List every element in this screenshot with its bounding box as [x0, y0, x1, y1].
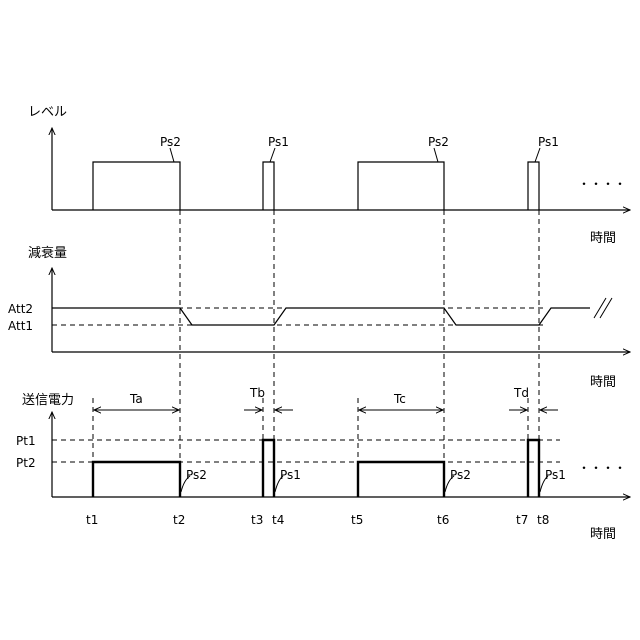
power-pulse-ps2-a: [93, 462, 180, 497]
level-pulse-ps1-b: [528, 162, 539, 210]
duration-tb-label: Tb: [249, 386, 265, 400]
attenuation-panel: 減衰量 時間 Att2 Att1: [8, 245, 630, 390]
power-pulse-ps1-b: [528, 440, 539, 497]
power-signal-label: Ps2: [450, 468, 471, 482]
level-signal-label: Ps1: [538, 135, 559, 149]
power-ellipsis: ・・・・: [578, 461, 626, 475]
level-pulse-ps1-a: [263, 162, 274, 210]
attenuation-break-mark: [594, 298, 612, 318]
time-label-t1: t1: [86, 513, 98, 527]
level-signal-label: Ps1: [268, 135, 289, 149]
time-label-t2: t2: [173, 513, 185, 527]
level-panel: レベル 時間 Ps2 Ps1 Ps2 Ps1 ・・・・: [28, 105, 630, 246]
level-time-label: 時間: [590, 231, 616, 246]
level-signal-label: Ps2: [428, 135, 449, 149]
power-pulse-ps2-b: [358, 462, 444, 497]
level-pulse-ps2-b: [358, 162, 444, 210]
level-pulse-ps2-a: [93, 162, 180, 210]
duration-tc-label: Tc: [393, 392, 406, 406]
level-leader-4: [535, 148, 540, 162]
time-label-t8: t8: [537, 513, 549, 527]
power-pulse-ps1-a: [263, 440, 274, 497]
time-label-t7: t7: [516, 513, 528, 527]
pt1-label: Pt1: [16, 434, 36, 448]
level-ellipsis: ・・・・: [578, 177, 626, 191]
attenuation-curve: [52, 308, 590, 325]
duration-td-label: Td: [513, 386, 529, 400]
att2-label: Att2: [8, 302, 33, 316]
power-signal-label: Ps2: [186, 468, 207, 482]
time-label-t3: t3: [251, 513, 263, 527]
attenuation-time-label: 時間: [590, 375, 616, 390]
power-panel: 送信電力 時間 Pt1 Pt2 Ta Tb Tc Td Ps2 Ps1 Ps2 …: [16, 386, 630, 542]
att1-label: Att1: [8, 319, 33, 333]
level-leader-2: [270, 148, 275, 162]
attenuation-axis-label: 減衰量: [28, 245, 67, 261]
power-signal-label: Ps1: [545, 468, 566, 482]
pt2-label: Pt2: [16, 456, 36, 470]
level-axis-label: レベル: [28, 105, 67, 120]
level-leader-1: [170, 148, 174, 162]
time-label-t5: t5: [351, 513, 363, 527]
duration-ta-label: Ta: [129, 392, 143, 406]
level-signal-label: Ps2: [160, 135, 181, 149]
time-guides: [93, 210, 539, 462]
time-label-t4: t4: [272, 513, 284, 527]
power-signal-label: Ps1: [280, 468, 301, 482]
time-label-t6: t6: [437, 513, 449, 527]
power-time-label: 時間: [590, 527, 616, 542]
level-leader-3: [434, 148, 438, 162]
power-axis-label: 送信電力: [22, 393, 74, 408]
